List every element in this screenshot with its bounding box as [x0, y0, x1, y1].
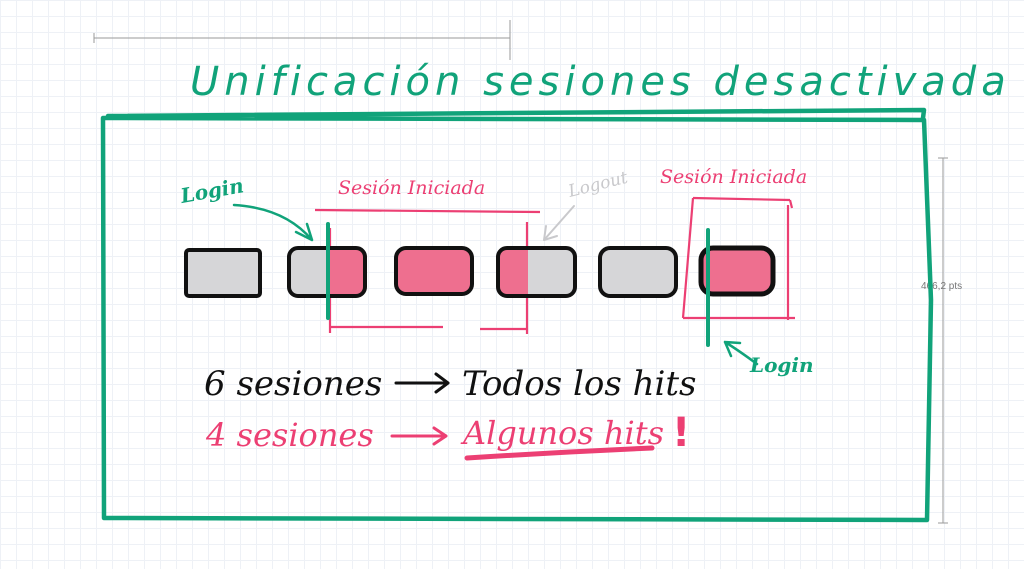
- page-title: Unificación sesiones desactivada: [190, 59, 1011, 105]
- underline-pink: [464, 445, 655, 461]
- arrow-right-black: [394, 372, 450, 394]
- login-label-right: Login: [749, 353, 814, 377]
- session-box-5: [598, 246, 678, 298]
- measure-guides: 466,2 pts: [93, 20, 962, 524]
- logout-label: Logout: [565, 168, 630, 202]
- session-started-label-1: Sesión Iniciada: [338, 177, 485, 199]
- login-arrow-left: [232, 203, 314, 242]
- login-label-left: Login: [178, 173, 246, 208]
- session-box-6: [698, 245, 776, 297]
- summary-line2-right: Algunos hits: [460, 414, 664, 452]
- session-box-1: [184, 248, 262, 298]
- login-arrow-right: [723, 340, 759, 366]
- main-frame: [100, 107, 934, 523]
- summary-line2-left: 4 sesiones: [205, 416, 374, 454]
- height-measure-label: 466,2 pts: [921, 281, 962, 292]
- logout-arrow: [543, 205, 575, 241]
- summary-line1-right: Todos los hits: [462, 364, 696, 404]
- arrow-right-pink: [390, 426, 448, 446]
- session-started-label-2: Sesión Iniciada: [660, 166, 807, 188]
- exclamation-mark: !: [672, 410, 690, 456]
- session-bracket-2: [681, 196, 795, 320]
- session-box-4: [496, 246, 577, 298]
- session-box-3: [394, 246, 474, 296]
- summary-line1-left: 6 sesiones: [204, 364, 382, 404]
